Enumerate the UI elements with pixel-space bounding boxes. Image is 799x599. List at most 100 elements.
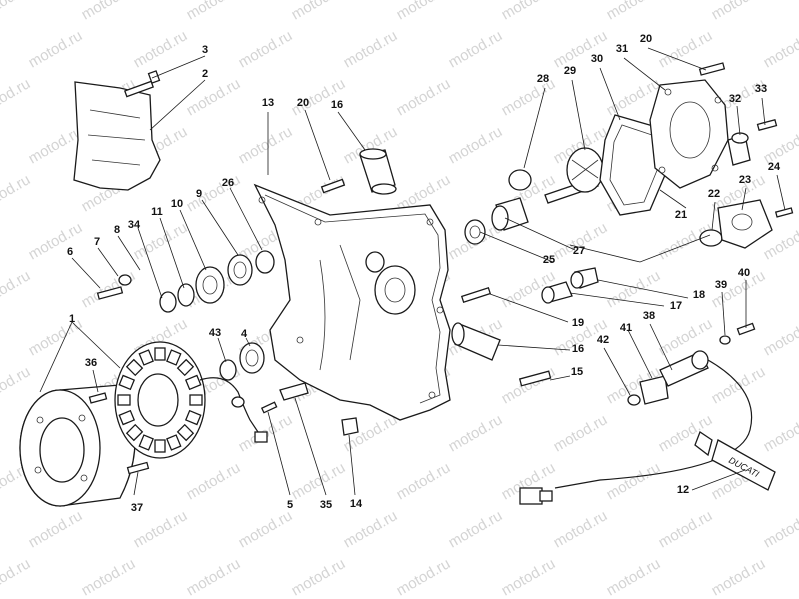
- watermark-text: motod.ru: [26, 219, 86, 263]
- watermark-text: motod.ru: [761, 27, 799, 71]
- watermark-text: motod.ru: [79, 0, 139, 23]
- seal-26: [464, 219, 486, 245]
- plate-35: [279, 382, 309, 401]
- callout-22: 22: [708, 188, 720, 200]
- callout-8: 8: [114, 224, 120, 236]
- watermark-text: motod.ru: [394, 0, 454, 23]
- callout-43: 43: [209, 327, 221, 339]
- callout-36: 36: [85, 357, 97, 369]
- watermark-text: motod.ru: [656, 315, 716, 359]
- dowel-14: [341, 417, 359, 436]
- watermark-text: motod.ru: [709, 0, 769, 23]
- callout-6: 6: [67, 246, 73, 258]
- sleeve-16-top: [359, 148, 397, 195]
- watermark-text: motod.ru: [0, 555, 33, 599]
- watermark-text: motod.ru: [0, 363, 33, 407]
- watermark-text: motod.ru: [551, 411, 611, 455]
- bearing-25: [508, 169, 532, 191]
- watermark-text: motod.ru: [499, 0, 559, 23]
- callout-19: 19: [572, 317, 584, 329]
- cover-plate: [73, 81, 161, 191]
- watermark-text: motod.ru: [761, 315, 799, 359]
- watermark-text: motod.ru: [604, 459, 664, 503]
- watermark-text: motod.ru: [656, 27, 716, 71]
- callout-31: 31: [616, 43, 628, 55]
- sensor-cable: [519, 359, 753, 505]
- watermark-text: motod.ru: [26, 315, 86, 359]
- bushing-18: [570, 267, 599, 289]
- callout-30: 30: [591, 53, 603, 65]
- bolt-20-right: [698, 62, 726, 76]
- bolt-20-left: [320, 178, 346, 194]
- watermark-text: motod.ru: [499, 75, 559, 119]
- watermark-text: motod.ru: [499, 555, 559, 599]
- callout-21: 21: [675, 209, 687, 221]
- washer-7: [118, 274, 132, 286]
- callout-labels: 1234567891011121314151616171819202021222…: [67, 33, 781, 514]
- watermark-text: motod.ru: [499, 363, 559, 407]
- watermark-text: motod.ru: [184, 459, 244, 503]
- circlip-43: [219, 359, 237, 381]
- stator-coil-tooth: [166, 434, 182, 451]
- stator-coil-tooth: [138, 349, 154, 366]
- stator-coil-tooth: [184, 409, 202, 426]
- callout-34: 34: [128, 219, 141, 231]
- callout-23: 23: [739, 174, 751, 186]
- watermark-text: motod.ru: [761, 507, 799, 551]
- callout-35: 35: [320, 499, 332, 511]
- callout-17: 17: [670, 300, 682, 312]
- watermark-text: motod.ru: [289, 459, 349, 503]
- watermark-text: motod.ru: [446, 411, 506, 455]
- plug-32: [727, 132, 751, 166]
- callout-20: 20: [640, 33, 652, 45]
- crankcase-cover: [253, 183, 451, 421]
- watermark-text: motod.ru: [446, 27, 506, 71]
- bolt-19: [460, 287, 492, 303]
- oring-42: [627, 394, 641, 406]
- watermark-text: motod.ru: [26, 507, 86, 551]
- sleeve-16-right: [451, 322, 501, 361]
- stator-coil-tooth: [125, 423, 144, 442]
- callout-10: 10: [171, 198, 183, 210]
- seal-9: [227, 254, 253, 286]
- watermark-text: motod.ru: [761, 411, 799, 455]
- callout-11: 11: [151, 206, 163, 218]
- bearing-10: [195, 266, 225, 304]
- watermark-text: motod.ru: [131, 27, 191, 71]
- callout-20: 20: [297, 97, 309, 109]
- bolt-33: [756, 118, 778, 132]
- callout-25: 25: [543, 254, 555, 266]
- stator-coil-tooth: [118, 374, 136, 391]
- watermark-text: motod.ru: [184, 75, 244, 119]
- stator-coil-tooth: [117, 394, 131, 406]
- callout-24: 24: [768, 161, 781, 173]
- stator-coil-tooth: [166, 349, 182, 366]
- callout-13: 13: [262, 97, 274, 109]
- stator-coil-tooth: [118, 409, 136, 426]
- watermark-text: motod.ru: [0, 267, 33, 311]
- watermark-text: motod.ru: [0, 75, 33, 119]
- pump-cover-31: [649, 79, 729, 189]
- callout-3: 3: [202, 44, 208, 56]
- stator-coil-tooth: [125, 358, 144, 377]
- watermark-text: motod.ru: [26, 27, 86, 71]
- callout-4: 4: [241, 328, 248, 340]
- watermark-text: motod.ru: [289, 555, 349, 599]
- callout-38: 38: [643, 310, 655, 322]
- sensor-38: [659, 350, 709, 387]
- callout-32: 32: [729, 93, 741, 105]
- callout-42: 42: [597, 334, 609, 346]
- washer-27: [255, 250, 275, 274]
- screw-6: [96, 286, 124, 300]
- callout-2: 2: [202, 68, 208, 80]
- watermark-text: motod.ru: [604, 555, 664, 599]
- callout-33: 33: [755, 83, 767, 95]
- watermark-text: motod.ru: [236, 27, 296, 71]
- stator-coils: [114, 341, 206, 459]
- stator-coil-tooth: [154, 347, 166, 361]
- callout-7: 7: [94, 236, 100, 248]
- callout-29: 29: [564, 65, 576, 77]
- stator-coil-tooth: [176, 423, 195, 442]
- impeller-shaft-29: [544, 147, 604, 204]
- callout-26: 26: [222, 177, 234, 189]
